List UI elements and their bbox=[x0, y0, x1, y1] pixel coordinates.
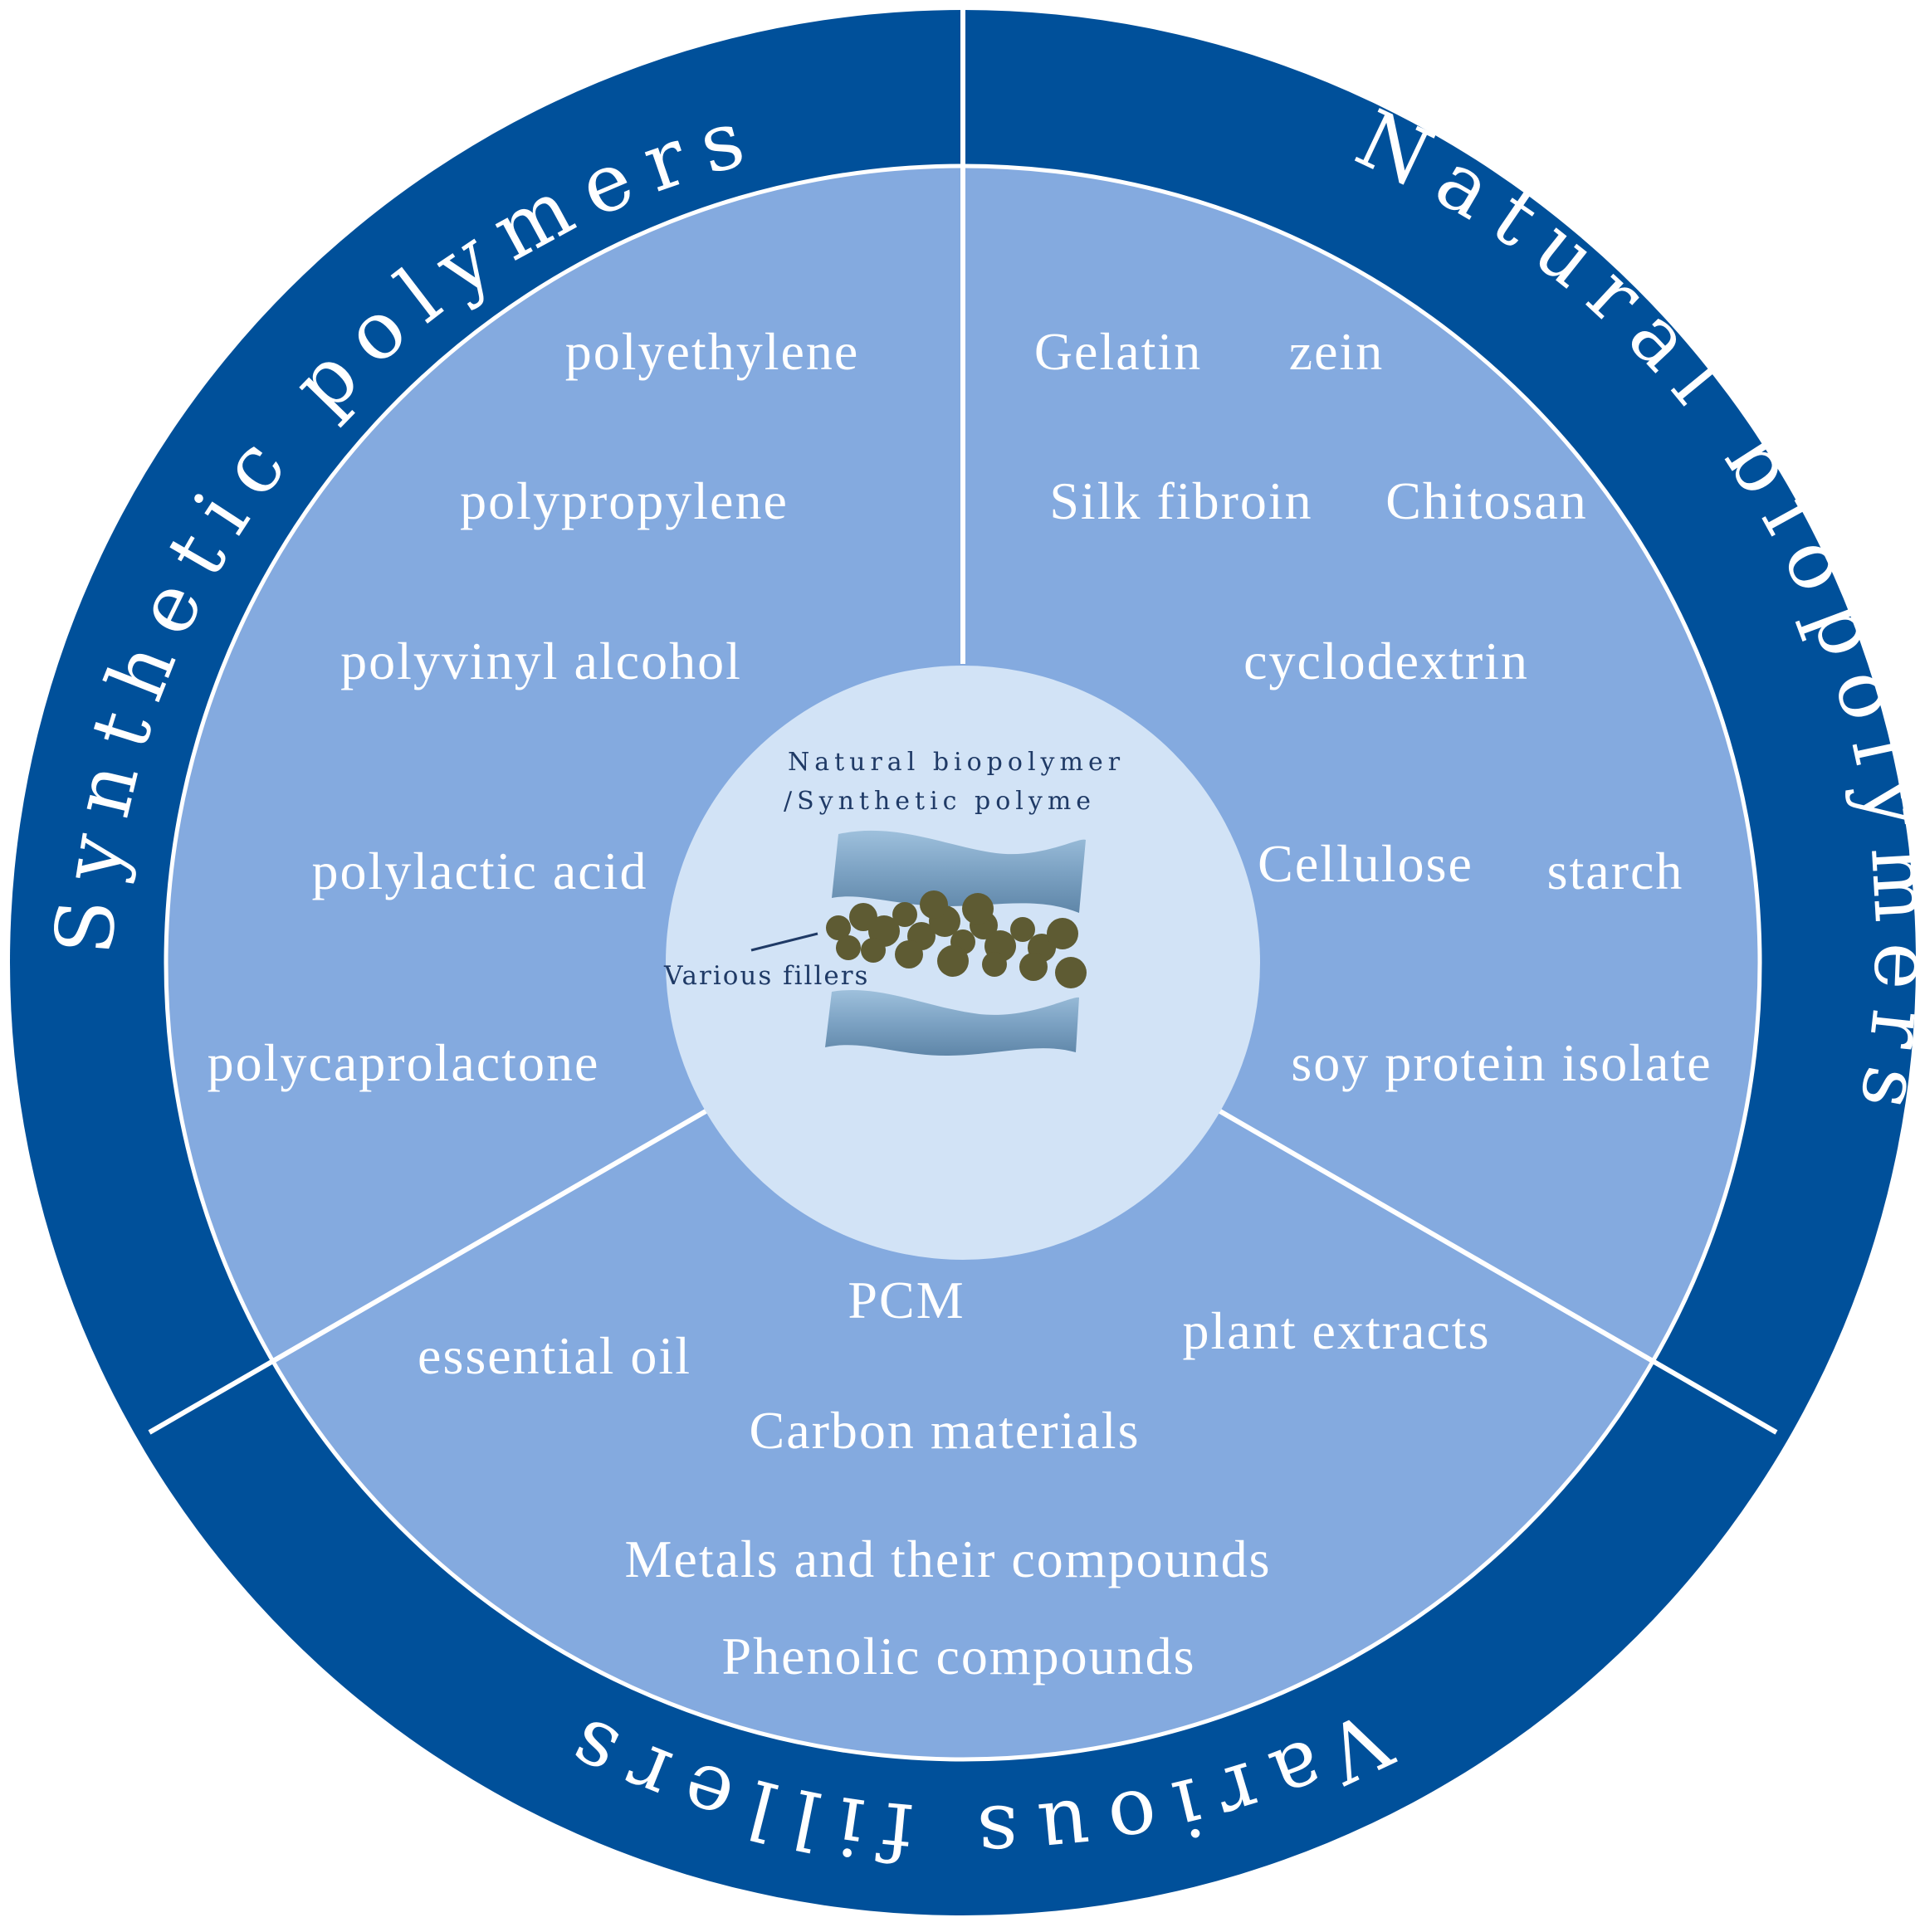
filler-pointer-line bbox=[750, 932, 818, 952]
filler-item-plant-extracts: plant extracts bbox=[1183, 1301, 1491, 1360]
filler-particle bbox=[1047, 918, 1078, 949]
filler-item-metals: Metals and their compounds bbox=[625, 1530, 1272, 1588]
filler-particle bbox=[1055, 957, 1087, 988]
filler-particle bbox=[826, 915, 851, 940]
filler-item-carbon-materials: Carbon materials bbox=[750, 1401, 1141, 1460]
filler-particle bbox=[895, 940, 923, 968]
synthetic-item-polylactic-acid: polylactic acid bbox=[312, 842, 648, 900]
filler-particle bbox=[937, 945, 969, 977]
synthetic-item-polycaprolactone: polycaprolactone bbox=[208, 1033, 600, 1092]
filler-particle bbox=[920, 890, 948, 919]
filler-item-pcm: PCM bbox=[848, 1271, 965, 1329]
natural-item-gelatin: Gelatin bbox=[1034, 322, 1202, 381]
filler-particle bbox=[836, 935, 861, 960]
filler-item-phenolic: Phenolic compounds bbox=[721, 1627, 1195, 1686]
natural-item-zein: zein bbox=[1289, 322, 1385, 381]
natural-item-cyclodextrin: cyclodextrin bbox=[1243, 632, 1529, 690]
filler-particles bbox=[826, 890, 1087, 988]
synthetic-item-polyvinyl-alcohol: polyvinyl alcohol bbox=[340, 632, 742, 690]
natural-item-chitosan: Chitosan bbox=[1385, 471, 1588, 530]
synthetic-item-polyethylene: polyethylene bbox=[565, 322, 860, 381]
filler-particle bbox=[892, 902, 917, 927]
bottom-polymer-film bbox=[825, 989, 1079, 1056]
center-title-line1: Natural biopolymer bbox=[788, 748, 1125, 777]
top-polymer-film bbox=[832, 830, 1086, 913]
synthetic-item-polypropylene: polypropylene bbox=[460, 471, 789, 530]
filler-particle bbox=[861, 938, 886, 963]
natural-item-silk-fibroin: Silk fibroin bbox=[1049, 471, 1312, 530]
filler-particle bbox=[1019, 953, 1048, 981]
filler-particle bbox=[982, 952, 1007, 977]
divider-bottom-right bbox=[1217, 1108, 1778, 1435]
natural-item-cellulose: Cellulose bbox=[1258, 834, 1473, 893]
filler-item-essential-oil: essential oil bbox=[418, 1326, 691, 1385]
divider-bottom-left bbox=[148, 1108, 709, 1435]
center-title-line2: /Synthetic polyme bbox=[784, 787, 1096, 816]
center-filler-label: Various fillers bbox=[663, 961, 869, 991]
natural-item-soy-protein-isolate: soy protein isolate bbox=[1291, 1033, 1712, 1092]
filler-particle bbox=[1010, 917, 1035, 942]
filler-particle bbox=[962, 893, 994, 925]
natural-item-starch: starch bbox=[1547, 842, 1684, 900]
